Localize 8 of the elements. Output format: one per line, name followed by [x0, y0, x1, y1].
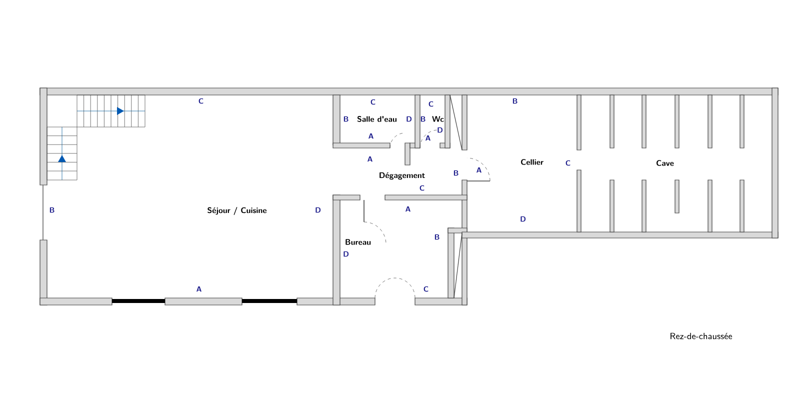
caption: Rez-de-chaussée: [670, 332, 732, 340]
room-label: Séjour / Cuisine: [208, 207, 267, 215]
room-label: Cellier: [521, 159, 544, 165]
room-label: Bureau: [346, 239, 371, 245]
room-label: Dégagement: [380, 172, 425, 180]
room-label: Wc: [432, 116, 444, 122]
room-label: Cave: [656, 160, 674, 166]
room-label: Salle d'eau: [357, 116, 396, 122]
